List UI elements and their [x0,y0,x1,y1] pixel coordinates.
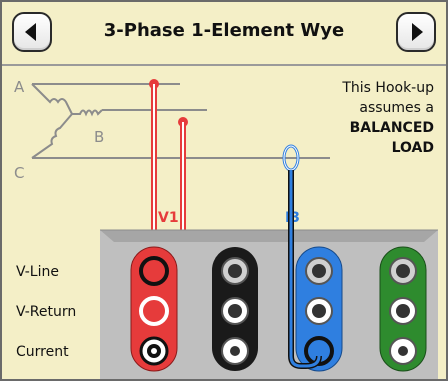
next-button[interactable] [396,12,436,52]
current-lead [288,170,322,369]
hookup-note-line2: assumes a [359,100,434,116]
channel-1-terminals [130,246,178,372]
right-arrow-icon [412,23,423,41]
phase-c-label: C [14,164,24,182]
wiring-diagram: A B C V1 I3 [14,78,438,379]
hookup-note-line1: This Hook-up [342,80,434,96]
channel-2-terminals [212,247,258,371]
v-return-label: V-Return [16,304,77,320]
previous-button[interactable] [12,12,52,52]
hookup-note: This Hook-up assumes a BALANCED LOAD [342,78,434,158]
phase-a-label: A [14,78,25,96]
channel-4-terminals [379,246,427,372]
hookup-note-line3: BALANCED [349,120,434,136]
v-line-label: V-Line [16,264,59,280]
phase-b-label: B [94,128,104,146]
header-bar: 3-Phase 1-Element Wye [2,2,446,66]
wye-windings [31,83,103,159]
hookup-diagram: A B C V1 I3 [2,66,446,379]
current-label: Current [16,344,69,360]
channel-3-terminals [295,246,343,372]
left-arrow-icon [25,23,36,41]
voltage-probe-label: V1 [158,210,179,226]
hookup-note-line4: LOAD [391,140,434,156]
page-title: 3-Phase 1-Element Wye [103,20,345,41]
